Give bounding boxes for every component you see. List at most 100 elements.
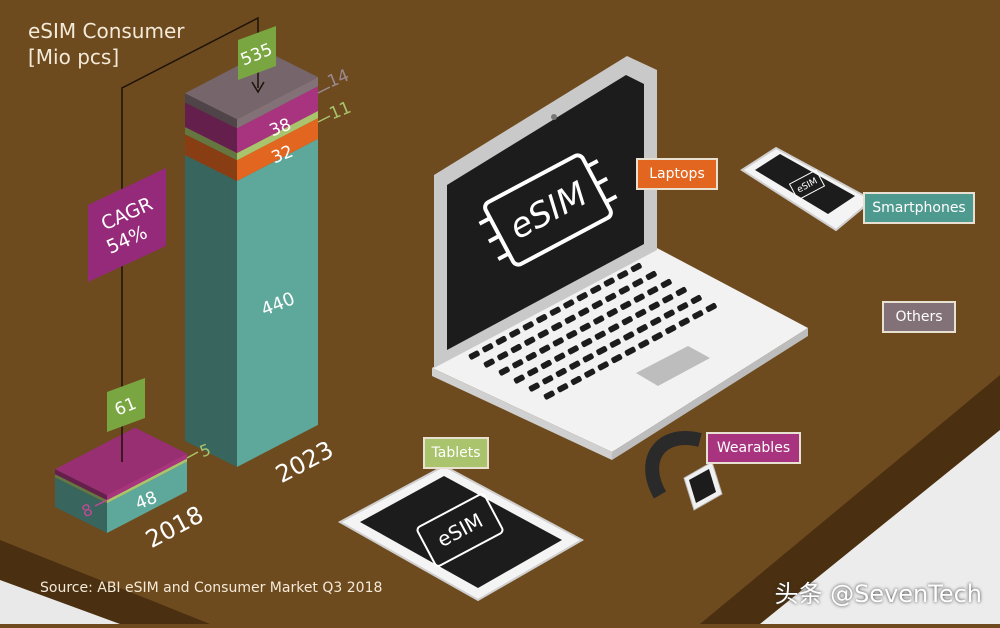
bar-2018-smartphones-front-face [107,461,187,533]
keyboard-key [584,368,596,378]
table-front-edge-right [700,375,1000,624]
keyboard-key [597,361,609,371]
keyboard-key [582,353,594,363]
total-tag-2018: 61 [107,378,145,432]
keyboard-key [647,286,659,296]
keyboard-key [677,302,689,312]
floor-left [0,580,120,624]
legend-tablets: Tablets [423,437,489,469]
value-2023-tablets: 11 [327,98,355,125]
keyboard-key [608,323,620,333]
keyboard-key [468,350,480,360]
keyboard-key [623,331,635,341]
keyboard-key [692,310,704,320]
keyboard-key [576,292,588,302]
bar-2018-wearables-left-face [55,469,107,501]
bar-2018-tablets-left-face [55,474,107,504]
watermark: 头条 @SevenTech [774,580,982,608]
keyboard-key [605,292,617,302]
keyboard-key [660,278,672,288]
keyboard-key [636,324,648,334]
keyboard-key [522,321,534,331]
bar-2018-wearables-top-face [55,427,187,496]
keyboard-key [635,308,647,318]
chart-title: eSIM Consumer [Mio pcs] [28,18,185,70]
unit-label: [Mio pcs] [28,45,120,69]
keyboard-key [618,285,630,295]
keyboard-key [650,316,662,326]
keyboard-key [512,359,524,369]
keyboard-key [552,337,564,347]
keyboard-key [651,332,663,342]
bar-2023-laptops-front-face [237,118,318,181]
bar-2023-smartphones-front-face [237,138,318,467]
keyboard-key [638,339,650,349]
keyboard-key [525,351,537,361]
keyboard-key [617,270,629,280]
legend-others: Others [882,301,956,333]
keyboard-key [594,330,606,340]
keyboard-key [542,375,554,385]
legend-laptops: Laptops [636,158,718,190]
bar-2018-tablets-front-face [107,458,187,504]
keyboard-key [527,367,539,377]
keyboard-key [578,307,590,317]
total-tag-2023: 535 [238,26,276,80]
leader-2018-wearables [94,499,108,507]
keyboard-key [581,338,593,348]
keyboard-key [624,346,636,356]
keyboard-key [675,286,687,296]
keyboard-key [611,354,623,364]
bar-2018-smartphones-left-face [55,477,107,533]
keyboard-key [630,262,642,272]
tablet-illustration: eSIM [337,464,585,602]
leader-2018-tablets [186,451,199,459]
keyboard-key [483,358,495,368]
keyboard-key [633,293,645,303]
leader-2023-others [317,86,331,94]
smartphone-illustration: eSIM [740,146,874,232]
keyboard-key [632,278,644,288]
keyboard-key [510,343,522,353]
leader-2023-tablets [317,115,331,123]
keyboard-key [509,328,521,338]
keyboard-key [557,383,569,393]
keyboard-key [663,309,675,319]
keyboard-key [564,314,576,324]
keyboard-key [537,329,549,339]
keyboard-key [596,346,608,356]
keyboard-key [524,336,536,346]
keyboard-key [705,302,717,312]
keyboard-key [579,322,591,332]
keyboard-key [620,300,632,310]
keyboard-key [609,338,621,348]
keyboard-key [569,360,581,370]
keyboard-key [482,343,494,353]
keyboard-key [549,306,561,316]
keyboard-key [648,301,660,311]
keyboard-key [536,314,548,324]
bar-2023-others-left-face [185,93,237,129]
bar-2023-laptops-left-face [185,134,237,181]
cagr-tag: CAGR 54% [88,168,166,282]
keyboard-key [555,367,567,377]
keyboard-key [662,294,674,304]
bar-2023-tablets-front-face [237,110,318,161]
keyboard-key [567,345,579,355]
keyboard-key [528,382,540,392]
keyboard-key [566,330,578,340]
floor-right [760,430,1000,624]
bar-2018-wearables-front-face [107,453,187,501]
keyboard-key [551,322,563,332]
keyboard-key [495,335,507,345]
keyboard-key [590,284,602,294]
keyboard-key [543,390,555,400]
keyboard-key [603,277,615,287]
keyboard-key [665,324,677,334]
keyboard-key [606,308,618,318]
keyboard-key [563,299,575,309]
legend-wearables: Wearables [706,432,801,464]
keyboard-key [690,294,702,304]
